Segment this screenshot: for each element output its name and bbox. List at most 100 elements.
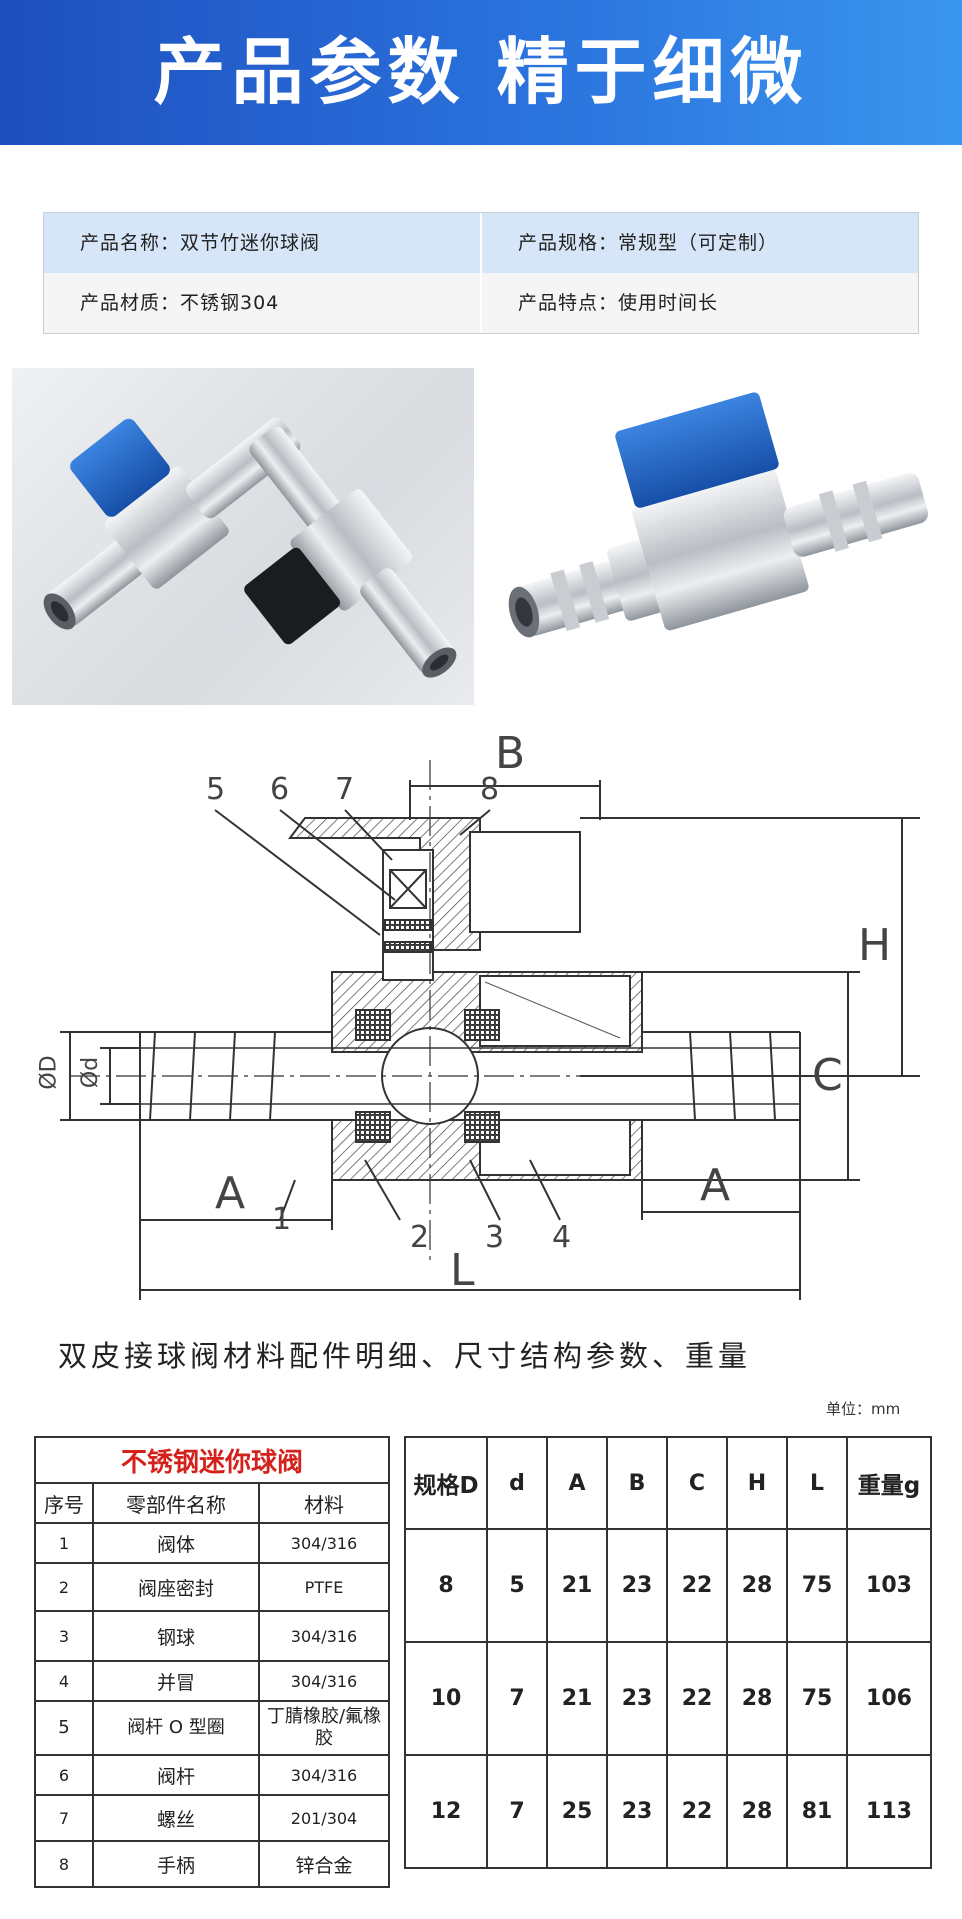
cell-weight: 113 (846, 1754, 932, 1869)
dim-label-l: L (450, 1245, 475, 1296)
cell-material: 304/316 (258, 1660, 390, 1702)
cell-h: 28 (726, 1754, 788, 1869)
dimensions-table: 规格D d A B C H L 重量g 8 5 21 23 22 28 75 1… (404, 1436, 932, 1869)
product-photo-pair (12, 368, 474, 705)
cell-material: 304/316 (258, 1610, 390, 1662)
callout-5: 5 (206, 772, 226, 807)
cell-l: 75 (786, 1528, 848, 1643)
cell-h: 28 (726, 1528, 788, 1643)
dim-label-c: C (812, 1050, 843, 1101)
product-photo-single (487, 368, 949, 705)
cell-c: 22 (666, 1754, 728, 1869)
cell-part: 阀杆 O 型圈 (92, 1700, 260, 1756)
cell-h: 28 (726, 1641, 788, 1756)
cell-part: 阀杆 (92, 1754, 260, 1796)
materials-table: 不锈钢迷你球阀 序号 零部件名称 材料 1 阀体 304/316 2 阀座密封 … (34, 1436, 390, 1888)
table-row: 1 阀体 304/316 (34, 1522, 390, 1564)
cell-c: 22 (666, 1641, 728, 1756)
materials-header-row: 序号 零部件名称 材料 (34, 1482, 390, 1524)
header-spec-d: 规格D (404, 1436, 488, 1530)
page-title: 产品参数 精于细微 (153, 30, 809, 114)
table-row: 10 7 21 23 22 28 75 106 (404, 1641, 932, 1756)
callout-7: 7 (335, 772, 355, 807)
table-row: 8 5 21 23 22 28 75 103 (404, 1528, 932, 1643)
cell-part: 手柄 (92, 1840, 260, 1888)
cell-part: 阀座密封 (92, 1562, 260, 1612)
header-banner: 产品参数 精于细微 (0, 0, 962, 145)
cell-index: 6 (34, 1754, 94, 1796)
cell-index: 1 (34, 1522, 94, 1564)
cell-d: 7 (486, 1641, 548, 1756)
technical-drawing: B 5 6 7 8 H C ØD Ød A A 1 2 3 4 L (36, 720, 940, 1320)
dim-label-b: B (495, 728, 526, 779)
dim-label-d-inner: Ød (78, 1056, 104, 1089)
header-c: C (666, 1436, 728, 1530)
cell-material: 304/316 (258, 1754, 390, 1796)
spec-product-name: 产品名称：双节竹迷你球阀 (44, 213, 482, 273)
cell-index: 4 (34, 1660, 94, 1702)
spec-product-spec: 产品规格：常规型（可定制） (518, 232, 779, 254)
table-row: 4 并冒 304/316 (34, 1660, 390, 1702)
cell-b: 23 (606, 1641, 668, 1756)
cell-index: 5 (34, 1700, 94, 1756)
header-index: 序号 (34, 1482, 94, 1524)
dim-label-a-left: A (215, 1168, 246, 1219)
cell-b: 23 (606, 1528, 668, 1643)
table-row: 12 7 25 23 22 28 81 113 (404, 1754, 932, 1869)
cell-a: 25 (546, 1754, 608, 1869)
cell-part: 并冒 (92, 1660, 260, 1702)
spec-product-feature: 产品特点：使用时间长 (518, 292, 719, 314)
cell-d: 5 (486, 1528, 548, 1643)
materials-title: 不锈钢迷你球阀 (34, 1436, 390, 1484)
table-row: 3 钢球 304/316 (34, 1610, 390, 1662)
cell-weight: 106 (846, 1641, 932, 1756)
cell-a: 21 (546, 1528, 608, 1643)
cell-material: PTFE (258, 1562, 390, 1612)
cell-part: 钢球 (92, 1610, 260, 1662)
dimensions-header-row: 规格D d A B C H L 重量g (404, 1436, 932, 1530)
cell-spec-d: 12 (404, 1754, 488, 1869)
cell-spec-d: 10 (404, 1641, 488, 1756)
header-part: 零部件名称 (92, 1482, 260, 1524)
spec-row: 产品名称：双节竹迷你球阀 产品规格：常规型（可定制） (44, 213, 918, 273)
unit-label: 单位：mm (826, 1400, 901, 1418)
spec-product-material: 产品材质：不锈钢304 (44, 273, 482, 333)
table-row: 5 阀杆 O 型圈 丁腈橡胶/氟橡胶 (34, 1700, 390, 1756)
callout-4: 4 (552, 1220, 572, 1255)
cell-material: 304/316 (258, 1522, 390, 1564)
cell-material: 丁腈橡胶/氟橡胶 (258, 1700, 390, 1756)
callout-3: 3 (485, 1220, 505, 1255)
dim-label-d-outer: ØD (36, 1055, 62, 1090)
table-row: 7 螺丝 201/304 (34, 1794, 390, 1842)
section-subtitle: 双皮接球阀材料配件明细、尺寸结构参数、重量 (58, 1339, 752, 1373)
header-weight: 重量g (846, 1436, 932, 1530)
spec-table: 产品名称：双节竹迷你球阀 产品规格：常规型（可定制） 产品材质：不锈钢304 产… (43, 212, 919, 334)
header-l: L (786, 1436, 848, 1530)
cell-l: 75 (786, 1641, 848, 1756)
cell-b: 23 (606, 1754, 668, 1869)
cell-weight: 103 (846, 1528, 932, 1643)
callout-2: 2 (410, 1220, 430, 1255)
cell-index: 2 (34, 1562, 94, 1612)
header-d: d (486, 1436, 548, 1530)
spec-row: 产品材质：不锈钢304 产品特点：使用时间长 (44, 273, 918, 333)
cell-part: 螺丝 (92, 1794, 260, 1842)
cell-a: 21 (546, 1641, 608, 1756)
table-row: 2 阀座密封 PTFE (34, 1562, 390, 1612)
table-row: 8 手柄 锌合金 (34, 1840, 390, 1888)
callout-8: 8 (480, 772, 500, 807)
cell-material: 锌合金 (258, 1840, 390, 1888)
cell-index: 7 (34, 1794, 94, 1842)
header-material: 材料 (258, 1482, 390, 1524)
cell-d: 7 (486, 1754, 548, 1869)
cell-part: 阀体 (92, 1522, 260, 1564)
table-row: 6 阀杆 304/316 (34, 1754, 390, 1796)
cell-c: 22 (666, 1528, 728, 1643)
dim-label-h: H (858, 920, 892, 971)
header-b: B (606, 1436, 668, 1530)
dim-label-a-right: A (700, 1160, 731, 1211)
cell-index: 8 (34, 1840, 94, 1888)
header-h: H (726, 1436, 788, 1530)
callout-6: 6 (270, 772, 290, 807)
cell-spec-d: 8 (404, 1528, 488, 1643)
